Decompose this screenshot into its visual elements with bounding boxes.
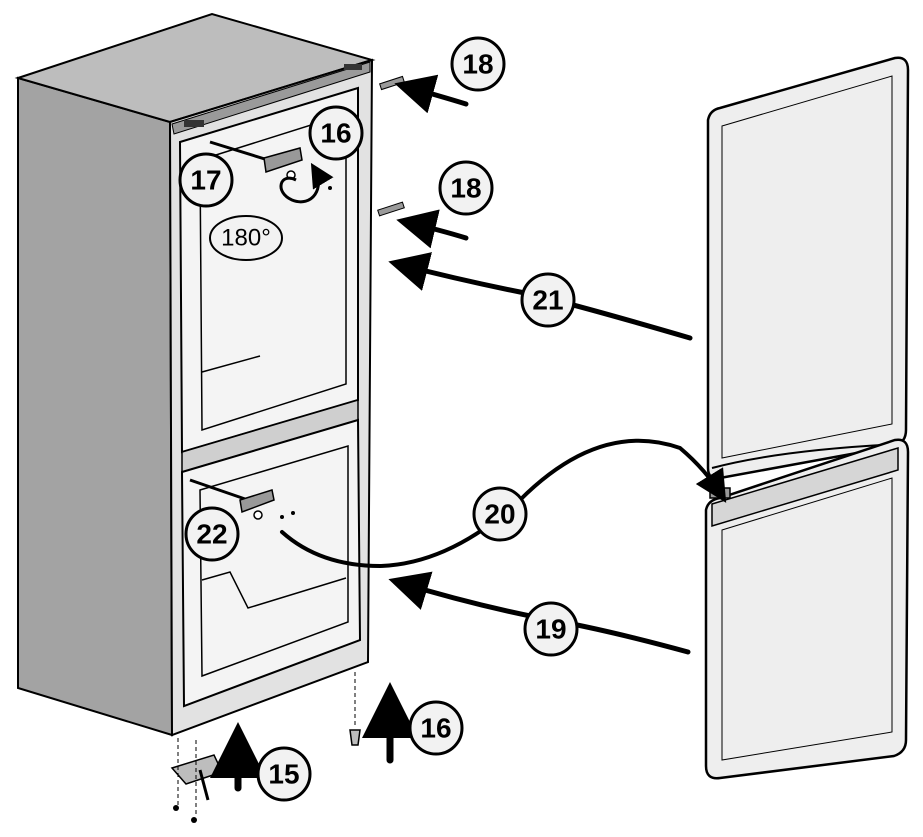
hinge-cover-bottom bbox=[377, 201, 405, 217]
middle-hinge-pin bbox=[253, 510, 263, 520]
fridge-shelf-line bbox=[201, 355, 261, 373]
rotation-arrow-icon bbox=[279, 162, 334, 204]
svg-text:20: 20 bbox=[484, 499, 515, 530]
top-hinge-slot-left bbox=[184, 120, 204, 127]
hinge-cover-top bbox=[379, 75, 405, 91]
freezer-drawer-line bbox=[201, 571, 347, 609]
middle-hinge-screw-1 bbox=[280, 515, 284, 519]
upper-door bbox=[706, 56, 910, 480]
svg-text:17: 17 bbox=[190, 165, 221, 196]
callout-20: 20 bbox=[472, 486, 528, 542]
top-hinge-bracket bbox=[263, 147, 303, 173]
callout-18-top: 18 bbox=[450, 36, 506, 92]
svg-text:18: 18 bbox=[462, 49, 493, 80]
callout-18-bottom: 18 bbox=[438, 160, 494, 216]
freezer-compartment-inner bbox=[199, 444, 349, 678]
svg-text:16: 16 bbox=[320, 118, 351, 149]
svg-text:19: 19 bbox=[535, 614, 566, 645]
arrow-18-bottom bbox=[396, 209, 469, 249]
bottom-screw-2 bbox=[191, 817, 197, 823]
callout-22: 22 bbox=[184, 506, 240, 562]
cabinet-side-panel bbox=[17, 76, 174, 737]
callout-15: 15 bbox=[256, 746, 312, 802]
top-fitting-arm bbox=[209, 140, 269, 162]
svg-text:16: 16 bbox=[420, 713, 451, 744]
adjustable-foot bbox=[349, 729, 361, 746]
middle-hinge-screw-2 bbox=[291, 511, 295, 515]
svg-text:21: 21 bbox=[532, 285, 563, 316]
callout-16-bottom: 16 bbox=[408, 700, 464, 756]
arrow-21 bbox=[388, 252, 693, 341]
middle-hinge-bracket bbox=[239, 489, 275, 514]
callout-16-top: 16 bbox=[308, 105, 364, 161]
bottom-screw-1 bbox=[173, 805, 179, 811]
svg-text:18: 18 bbox=[450, 173, 481, 204]
arrow-18-top bbox=[394, 74, 469, 114]
callout-19: 19 bbox=[523, 601, 579, 657]
callout-17: 17 bbox=[178, 152, 234, 208]
top-hinge-strip bbox=[171, 61, 371, 135]
svg-text:180°: 180° bbox=[221, 225, 271, 252]
bottom-hinge-plate bbox=[170, 754, 224, 785]
lower-door bbox=[704, 438, 910, 780]
svg-text:15: 15 bbox=[268, 759, 299, 790]
bottom-hinge-arm bbox=[198, 769, 210, 801]
callout-21: 21 bbox=[520, 272, 576, 328]
svg-text:22: 22 bbox=[196, 519, 227, 550]
rotation-angle-label: 180° bbox=[209, 215, 283, 261]
middle-hinge-arm bbox=[189, 478, 249, 502]
top-screw-hole bbox=[328, 186, 332, 190]
top-hinge-slot-right bbox=[344, 64, 362, 70]
fridge-compartment-inner bbox=[199, 112, 347, 432]
